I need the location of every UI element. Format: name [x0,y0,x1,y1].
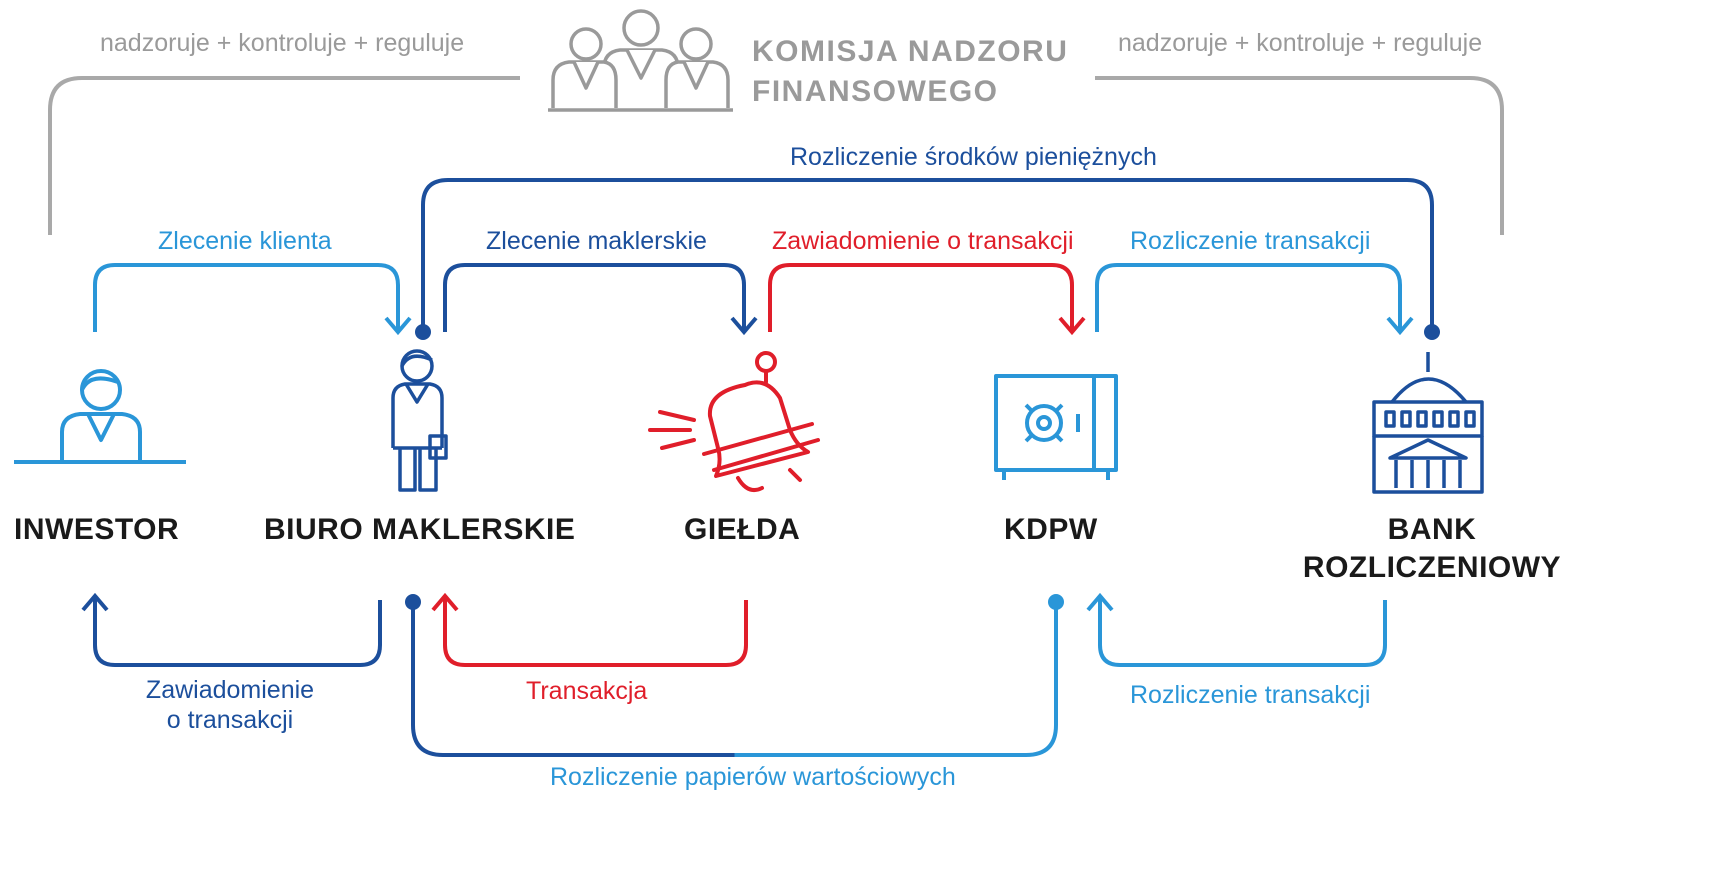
securities-settlement-label: Rozliczenie papierów wartościowych [550,763,956,791]
trade-notice-bottom-flow [81,592,382,667]
node-inwestor: INWESTOR [14,513,180,546]
client-order-flow [93,263,412,336]
node-biuro-maklerskie: BIURO MAKLERSKIE [264,513,576,546]
trade-notice-bottom-label: Zawiadomienie o transakcji [130,675,330,735]
transaction-label: Transakcja [526,677,648,705]
regulator-left-line [48,76,520,235]
regulator-right-label: nadzoruje + kontroluje + reguluje [1118,29,1483,57]
trade-settlement-top-label: Rozliczenie transakcji [1130,227,1371,255]
securities-settlement-flow [411,603,1058,757]
cash-settlement-dot-left [415,324,431,340]
broker-order-flow [443,263,758,336]
regulator-right-line [1095,76,1504,235]
node-kdpw: KDPW [1004,513,1098,546]
regulator-name: KOMISJA NADZORU FINANSOWEGO [752,32,1068,112]
regulator-left-label: nadzoruje + kontroluje + reguluje [100,29,465,57]
node-bank-line1: BANK [1387,513,1477,546]
investor-person-icon [14,369,186,464]
trade-notice-bottom-line1: Zawiadomienie [145,676,315,704]
trade-settlement-bottom-label: Rozliczenie transakcji [1130,681,1371,709]
trade-notice-bottom-line2: o transakcji [166,706,294,734]
broker-person-icon [391,349,448,492]
cash-settlement-label: Rozliczenie środków pieniężnych [790,143,1157,171]
trade-settlement-top-flow [1095,263,1414,336]
broker-order-label: Zlecenie maklerskie [486,227,707,255]
people-group-icon [548,9,733,112]
regulator-name-line2: FINANSOWEGO [752,75,999,108]
node-gielda: GIEŁDA [684,513,801,546]
trade-settlement-bottom-flow [1086,592,1387,667]
safe-icon [994,374,1118,480]
client-order-label: Zlecenie klienta [158,227,332,255]
trade-notice-label: Zawiadomienie o transakcji [772,227,1074,255]
bell-icon [648,351,820,492]
bank-building-icon [1372,352,1484,494]
node-bank-line2: ROZLICZENIOWY [1302,551,1562,584]
transaction-flow [431,592,748,667]
securities-settlement-dot-right [1048,594,1064,610]
securities-settlement-dot-left [405,594,421,610]
node-bank-rozliczeniowy: BANK ROZLICZENIOWY [1292,511,1572,587]
regulator-name-line1: KOMISJA NADZORU [752,35,1069,68]
trade-notice-flow [768,263,1086,336]
cash-settlement-flow [421,178,1434,330]
cash-settlement-dot-right [1424,324,1440,340]
